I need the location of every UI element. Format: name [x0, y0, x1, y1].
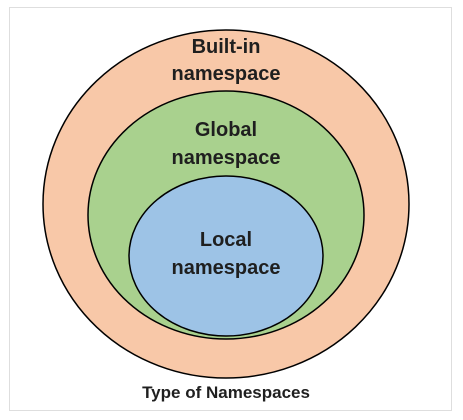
image-frame [9, 7, 452, 411]
builtin-namespace-label-line1: Built-in [192, 36, 261, 58]
global-namespace-label-line1: Global [195, 119, 257, 141]
builtin-namespace-label-line2: namespace [172, 63, 281, 85]
local-namespace-label-line2: namespace [172, 257, 281, 279]
local-namespace-label-line1: Local [200, 229, 252, 251]
global-namespace-label-line2: namespace [172, 147, 281, 169]
diagram-caption: Type of Namespaces [142, 383, 310, 402]
local-namespace-circle [128, 175, 324, 337]
